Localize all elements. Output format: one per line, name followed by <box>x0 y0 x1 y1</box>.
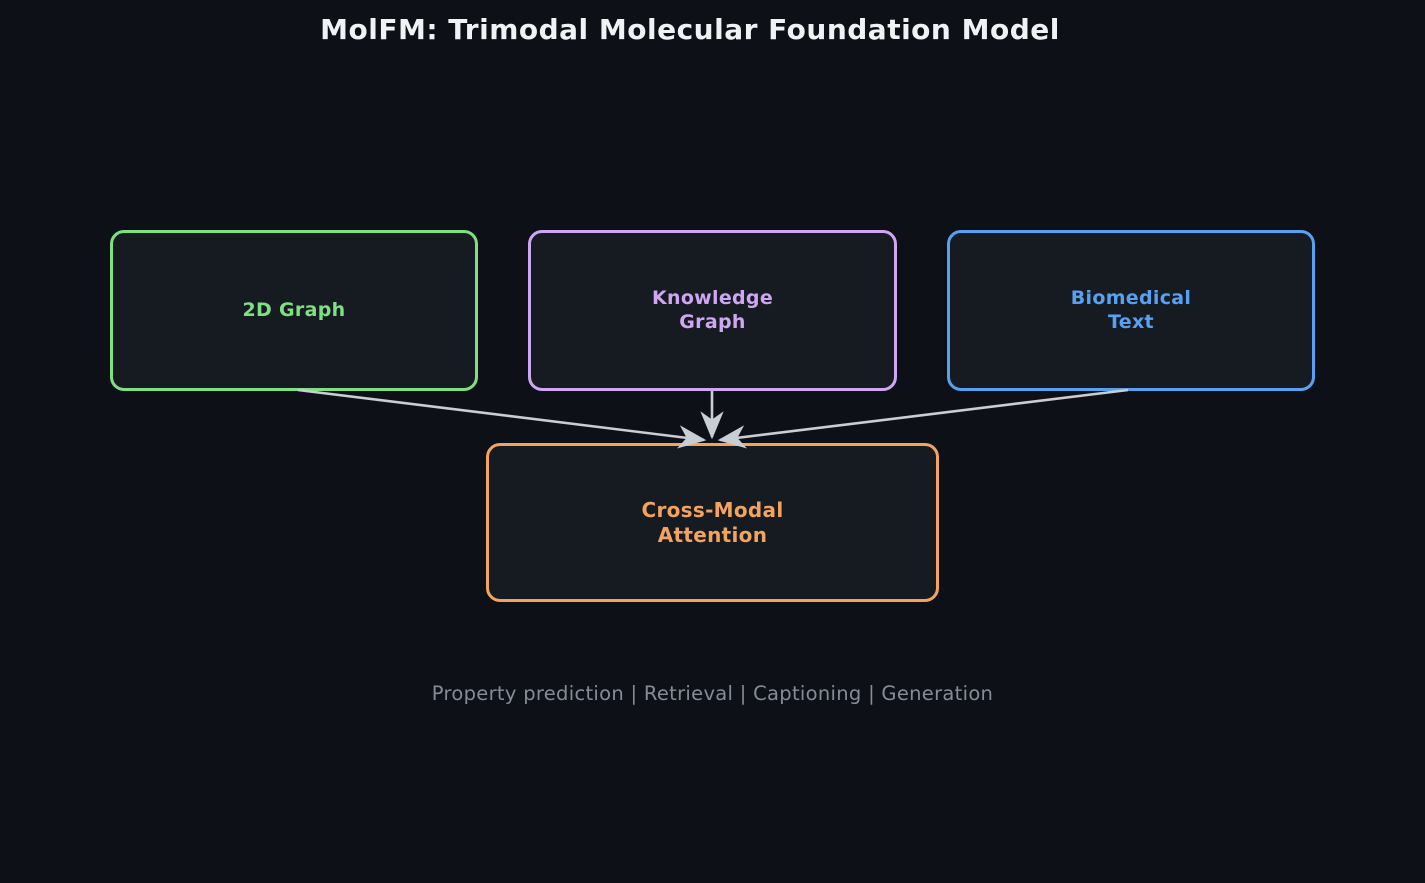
node-knowledge-graph-label: Knowledge Graph <box>651 287 774 333</box>
node-cross-modal-attention-label: Cross-Modal Attention <box>641 498 784 547</box>
node-biomedical-text: Biomedical Text <box>947 230 1315 391</box>
diagram-title: MolFM: Trimodal Molecular Foundation Mod… <box>320 13 1060 46</box>
node-cross-modal-attention: Cross-Modal Attention <box>486 443 939 602</box>
diagram-caption: Property prediction | Retrieval | Captio… <box>431 682 994 705</box>
node-biomedical-text-label: Biomedical Text <box>1070 287 1192 333</box>
node-2d-graph-label: 2D Graph <box>242 298 346 321</box>
node-2d-graph: 2D Graph <box>110 230 478 391</box>
node-knowledge-graph: Knowledge Graph <box>528 230 897 391</box>
edge-biomedical-text-to-cross-modal <box>717 388 1129 449</box>
edge-2d-graph-to-cross-modal <box>297 388 707 449</box>
